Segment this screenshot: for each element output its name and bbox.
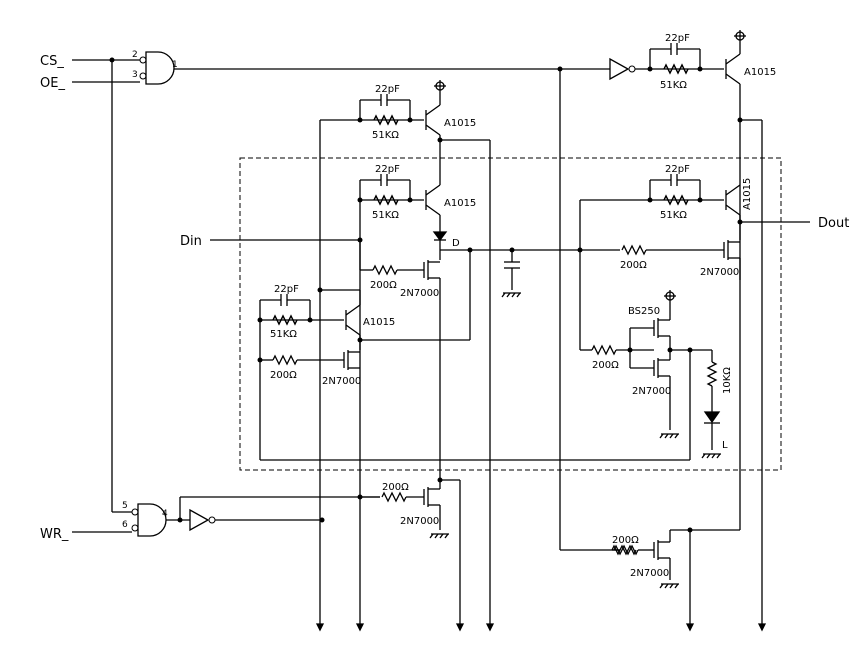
pnp-label-inner: A1015 — [444, 198, 476, 209]
res200-label-led: 200Ω — [592, 360, 619, 371]
res200-label-oe: 200Ω — [612, 535, 639, 546]
nmos-label-inner: 2N7000 — [400, 288, 439, 299]
inverter-wr — [189, 508, 210, 532]
din-label: Din — [180, 234, 202, 249]
pnp-label-top-right: A1015 — [744, 67, 776, 78]
arrow-out-6 — [758, 623, 766, 631]
res200-label-left: 200Ω — [270, 370, 297, 381]
nmos-label-wr: 2N7000 — [400, 516, 439, 527]
and2-pin-a: 5 — [122, 501, 128, 511]
wr-label: WR_ — [40, 527, 69, 542]
res200-label-inner: 200Ω — [370, 280, 397, 291]
inverter-oe — [609, 57, 630, 81]
arrow-out-3 — [456, 623, 464, 631]
nmos-label-oe: 2N7000 — [630, 568, 669, 579]
cs-label: CS_ — [40, 54, 64, 69]
gate-and1 — [139, 51, 175, 85]
gate-and2 — [131, 503, 167, 537]
res-label-left: 51KΩ — [270, 329, 297, 340]
cap-label-dout: 22pF — [665, 164, 690, 175]
and2-pin-out: 4 — [162, 509, 168, 519]
bus-wires — [319, 69, 763, 625]
res-label-top-center: 51KΩ — [372, 130, 399, 141]
nmos-label-dout: 2N7000 — [700, 267, 739, 278]
pnp-label-dout: A1015 — [742, 178, 753, 210]
arrow-out-1 — [316, 623, 324, 631]
cap-label-top-right: 22pF — [665, 33, 690, 44]
cap-label-left: 22pF — [274, 284, 299, 295]
nmos-label-led: 2N7000 — [632, 386, 671, 397]
res-label-dout: 51KΩ — [660, 210, 687, 221]
arrow-out-2 — [356, 623, 364, 631]
cap-label-inner: 22pF — [375, 164, 400, 175]
cap-label-top-center: 22pF — [375, 84, 400, 95]
res10k-label: 10KΩ — [722, 367, 733, 394]
input-wires — [72, 59, 610, 533]
arrow-out-4 — [486, 623, 494, 631]
pnp-label-left: A1015 — [363, 317, 395, 328]
and1-pin-a: 2 — [132, 50, 138, 60]
arrow-out-5 — [686, 623, 694, 631]
res-label-top-right: 51KΩ — [660, 80, 687, 91]
pnp-label-top-center: A1015 — [444, 118, 476, 129]
res-label-inner: 51KΩ — [372, 210, 399, 221]
res200-label-dout: 200Ω — [620, 260, 647, 271]
dout-label: Dout — [818, 216, 849, 231]
pmos-label: BS250 — [628, 306, 660, 317]
and1-pin-b: 3 — [132, 70, 138, 80]
and2-pin-b: 6 — [122, 520, 128, 530]
led-label: L — [722, 440, 728, 451]
oe-label: OE_ — [40, 76, 65, 91]
res200-label-wr: 200Ω — [382, 482, 409, 493]
node-d-label: D — [452, 238, 460, 249]
module-boundary — [239, 157, 782, 471]
and1-pin-out: 1 — [172, 60, 178, 70]
nmos-label-left: 2N7000 — [322, 376, 361, 387]
